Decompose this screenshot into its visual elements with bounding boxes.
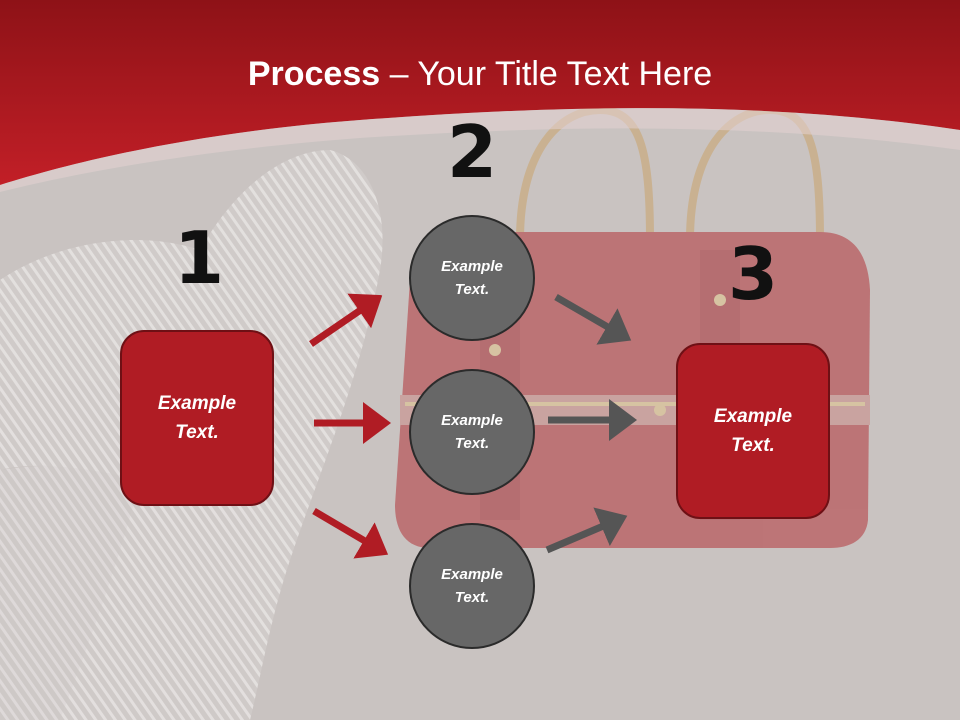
slide-title: Process – Your Title Text Here	[0, 52, 960, 96]
arrow-gray-up	[545, 507, 628, 554]
step-number-3: 3	[727, 232, 779, 316]
circle-middle: Example Text.	[409, 369, 535, 495]
step-3-box: Example Text.	[676, 343, 830, 519]
circle-bottom: Example Text.	[409, 523, 535, 649]
circle-bottom-text: Example Text.	[441, 566, 503, 606]
arrow-gray-down	[554, 293, 632, 345]
title-bold: Process	[247, 55, 381, 93]
step-1-box: Example Text.	[120, 330, 274, 506]
title-rest: – Your Title Text Here	[380, 55, 713, 93]
circle-top-text: Example Text.	[441, 258, 503, 298]
arrow-red-up	[309, 293, 383, 347]
step-number-2: 2	[446, 110, 498, 194]
step-3-text: Example Text.	[713, 406, 793, 456]
step-number-1: 1	[173, 216, 225, 300]
circle-top: Example Text.	[409, 215, 535, 341]
step-1-text: Example Text.	[157, 393, 237, 443]
arrow-red-down	[312, 507, 389, 559]
circle-middle-text: Example Text.	[441, 412, 503, 452]
